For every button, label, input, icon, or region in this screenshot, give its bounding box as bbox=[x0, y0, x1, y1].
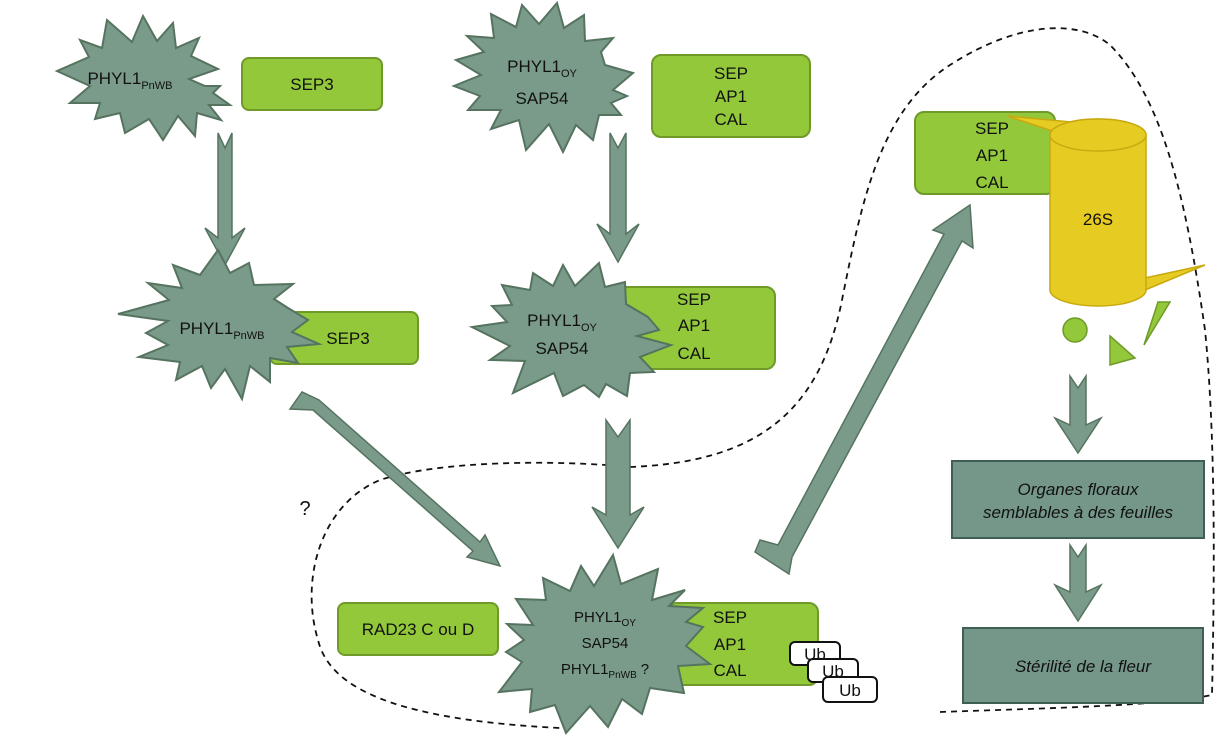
label-sep-top: SEP bbox=[714, 64, 748, 83]
svg-text:PHYL1PnWB: PHYL1PnWB bbox=[87, 69, 172, 92]
svg-text:PHYL1PnWB?: PHYL1PnWB? bbox=[561, 661, 649, 681]
label-pnwb-subscript-bottom: PnWB bbox=[608, 670, 637, 681]
svg-text:PHYL1OY: PHYL1OY bbox=[507, 57, 577, 80]
degradation-zone-boundary bbox=[629, 27, 1215, 713]
label-outcome1-line1: Organes floraux bbox=[1018, 480, 1139, 499]
arrow-down-to-outcome-1 bbox=[1052, 373, 1104, 455]
box-sep-ap1-cal-top bbox=[651, 54, 811, 138]
label-outcome1-line2: semblables à des feuilles bbox=[983, 503, 1173, 522]
label-question-bottom: ? bbox=[641, 661, 649, 678]
outcome-box-sterility bbox=[962, 627, 1204, 704]
label-oy-subscript-middle: OY bbox=[581, 322, 598, 334]
label-cal-bottom: CAL bbox=[713, 661, 746, 680]
ub-tag-3 bbox=[822, 676, 878, 703]
label-ap1-middle: AP1 bbox=[678, 316, 710, 335]
proteasome-26s-top bbox=[1049, 118, 1147, 152]
arrow-down-mid-1 bbox=[596, 132, 640, 264]
label-phyl1-pnwb-bottom: PHYL1 bbox=[561, 661, 609, 678]
label-ap1-top: AP1 bbox=[715, 87, 747, 106]
label-pnwb-subscript-middle: PnWB bbox=[233, 330, 264, 342]
interaction-zone-boundary bbox=[310, 461, 631, 729]
question-mark-label: ? bbox=[299, 498, 310, 520]
label-ub-3: Ub bbox=[839, 681, 861, 700]
arrow-down-to-outcome-2 bbox=[1052, 542, 1104, 623]
label-sep-middle: SEP bbox=[677, 290, 711, 309]
label-sap54-middle: SAP54 bbox=[536, 339, 589, 358]
box-rad23 bbox=[337, 602, 499, 656]
label-ap1-bottom: AP1 bbox=[714, 635, 746, 654]
label-outcome2: Stérilité de la fleur bbox=[1015, 657, 1152, 676]
outcome-box-leaf-like-organs bbox=[951, 460, 1205, 539]
effector-star-phyl1-pnwb bbox=[54, 13, 234, 142]
fragment-sliver bbox=[1143, 301, 1172, 346]
label-phyl1-oy-middle: PHYL1 bbox=[527, 311, 581, 330]
label-phyl1-middle: PHYL1 bbox=[179, 319, 233, 338]
label-phyl1-oy-bottom: PHYL1 bbox=[574, 609, 622, 626]
label-pnwb-subscript: PnWB bbox=[141, 80, 172, 92]
fragment-circle bbox=[1062, 317, 1088, 343]
label-rad23: RAD23 C ou D bbox=[362, 620, 474, 639]
svg-text:PHYL1OY: PHYL1OY bbox=[527, 311, 597, 334]
label-cal-proteasome: CAL bbox=[975, 173, 1008, 192]
box-sep3-top bbox=[241, 57, 383, 111]
label-cal-top: CAL bbox=[714, 110, 747, 129]
label-sep-proteasome: SEP bbox=[975, 119, 1009, 138]
label-phyl1: PHYL1 bbox=[87, 69, 141, 88]
effector-star-phyl1-oy-sap54-bound bbox=[468, 261, 675, 399]
svg-text:PHYL1OY: PHYL1OY bbox=[574, 609, 636, 629]
label-sep-bottom: SEP bbox=[713, 608, 747, 627]
label-oy-subscript-bottom: OY bbox=[622, 618, 637, 629]
arrow-down-left-1 bbox=[204, 132, 246, 267]
arrow-diagonal-to-proteasome bbox=[754, 203, 974, 576]
label-sep3-top: SEP3 bbox=[290, 75, 333, 94]
arrow-diagonal-pnwb-to-complex bbox=[288, 391, 502, 568]
label-26s: 26S bbox=[1083, 210, 1113, 229]
label-sap54-bottom: SAP54 bbox=[582, 635, 629, 652]
label-oy-subscript: OY bbox=[561, 68, 578, 80]
label-ap1-proteasome: AP1 bbox=[976, 146, 1008, 165]
effector-star-bottom-complex bbox=[496, 552, 713, 735]
arrow-down-mid-2 bbox=[591, 417, 645, 550]
svg-text:PHYL1PnWB: PHYL1PnWB bbox=[179, 319, 264, 342]
effector-star-phyl1-pnwb-bound bbox=[117, 248, 323, 402]
label-cal-middle: CAL bbox=[677, 344, 710, 363]
effector-star-phyl1-oy-sap54 bbox=[451, 0, 636, 155]
label-sep3-middle: SEP3 bbox=[326, 329, 369, 348]
fragment-triangle bbox=[1109, 334, 1137, 366]
label-sap54-top: SAP54 bbox=[516, 89, 569, 108]
label-phyl1-oy: PHYL1 bbox=[507, 57, 561, 76]
proteasome-output-funnel bbox=[1144, 264, 1206, 292]
